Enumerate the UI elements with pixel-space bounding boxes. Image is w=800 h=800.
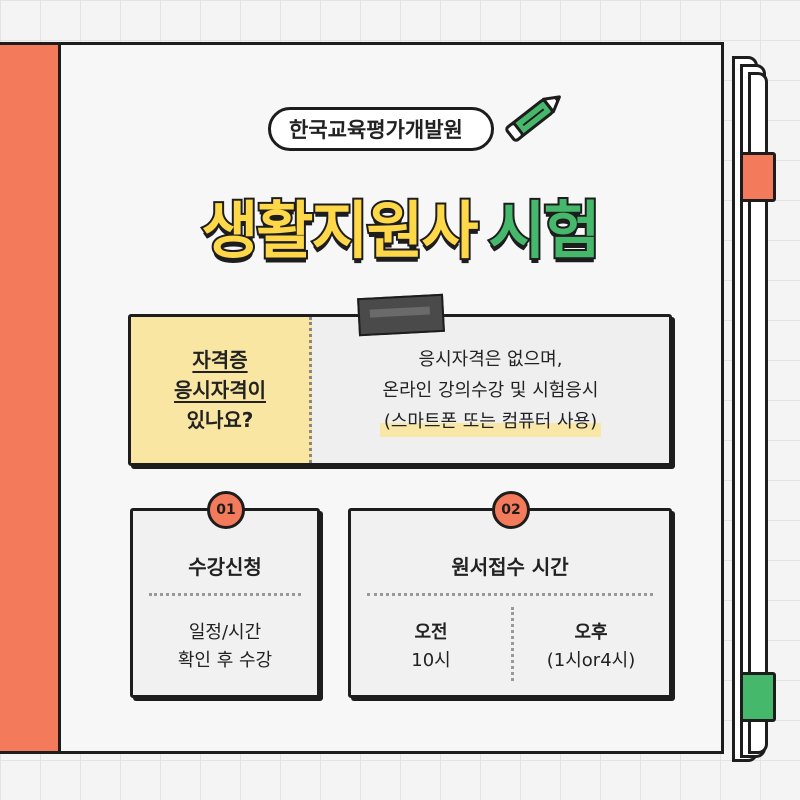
notebook-page-edge [748, 72, 768, 754]
tape-decoration [357, 293, 445, 337]
step-description: 일정/시간 확인 후 수강 [133, 619, 317, 675]
dotted-divider [149, 593, 301, 596]
step-description-line-1: 일정/시간 [188, 622, 262, 643]
afternoon-label: 오후 [574, 622, 608, 643]
dotted-divider [367, 593, 653, 596]
step-number-badge: 01 [207, 491, 245, 529]
title-accent: 시험 [487, 192, 603, 269]
morning-label: 오전 [414, 622, 448, 643]
answer-line-3: (스마트폰 또는 컴퓨터 사용) [379, 405, 602, 437]
organization-badge: 한국교육평가개발원 [268, 107, 494, 151]
question-line-3: 있나요? [186, 408, 254, 432]
title-main: 생활지원사 [199, 192, 480, 269]
step-description-line-2: 확인 후 수강 [177, 650, 273, 671]
question-line-2: 응시자격이 [174, 378, 266, 402]
morning-time: 10시 [411, 650, 451, 671]
step-card-enrollment: 01 수강신청 일정/시간 확인 후 수강 [130, 491, 320, 698]
notebook-tab-green [740, 672, 776, 722]
answer-line-2: 온라인 강의수강 및 시험응시 [382, 379, 599, 401]
answer-line-1: 응시자격은 없으며, [418, 348, 563, 370]
morning-slot: 오전 10시 [351, 619, 511, 675]
afternoon-time: (1시or4시) [546, 650, 636, 671]
step-title: 수강신청 [188, 555, 262, 579]
pencil-icon [505, 95, 561, 142]
organization-name: 한국교육평가개발원 [289, 118, 463, 142]
afternoon-slot: 오후 (1시or4시) [511, 619, 671, 675]
qa-answer: 응시자격은 없으며, 온라인 강의수강 및 시험응시 (스마트폰 또는 컴퓨터 … [312, 317, 669, 463]
question-line-1: 자격증 [192, 348, 248, 372]
qa-card: 자격증 응시자격이 있나요? 응시자격은 없으며, 온라인 강의수강 및 시험응… [128, 314, 672, 466]
notebook-spine [0, 45, 61, 751]
step-card-application-time: 02 원서접수 시간 오전 10시 오후 (1시or4시) [348, 491, 672, 698]
step-number-badge: 02 [492, 491, 530, 529]
qa-question: 자격증 응시자격이 있나요? [131, 317, 312, 463]
step-title: 원서접수 시간 [451, 555, 569, 579]
notebook-tab-orange [740, 152, 776, 202]
vertical-divider [511, 607, 514, 681]
